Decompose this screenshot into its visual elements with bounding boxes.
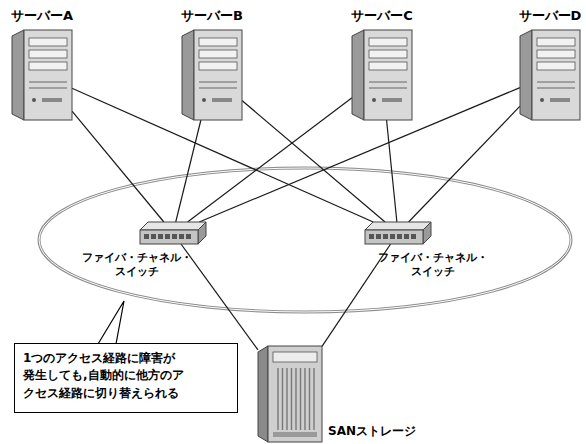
san-ellipse [39, 168, 571, 312]
san-ellipse-inner [39, 168, 571, 312]
server-icon [520, 30, 580, 120]
server-label: サーバーA [0, 8, 102, 24]
connector-line [176, 120, 201, 222]
server-icon [12, 30, 72, 120]
connector-line [409, 106, 520, 222]
server-node: サーバーD [520, 30, 580, 120]
connector-line [387, 120, 397, 222]
server-node: サーバーC [352, 30, 412, 120]
server-node: サーバーB [182, 30, 242, 120]
connector-stroke [72, 111, 164, 222]
connector-line [72, 111, 164, 222]
switch-icon [365, 222, 431, 244]
connector-stroke [387, 120, 397, 222]
connector-stroke [176, 120, 201, 222]
switch-node: ファイバ・チャネル・ スイッチ [140, 222, 206, 244]
server-icon [352, 30, 412, 120]
switch-label: ファイバ・チャネル・ スイッチ [62, 251, 212, 279]
switch-icon [140, 222, 206, 244]
callout-leader [98, 301, 124, 344]
server-node: サーバーA [12, 30, 72, 120]
server-icon [182, 30, 242, 120]
storage-label: SANストレージ [328, 424, 416, 439]
storage-node: SANストレージ [258, 346, 322, 442]
callout-box: 1つのアクセス経路に障害が 発生しても,自動的に他方のア クセス経路に切り替えら… [14, 343, 238, 413]
callout-text: 1つのアクセス経路に障害が 発生しても,自動的に他方のア クセス経路に切り替えら… [15, 344, 237, 408]
connector-line [181, 244, 258, 350]
connector-stroke [409, 106, 520, 222]
switch-node: ファイバ・チャネル・ スイッチ [365, 222, 431, 244]
storage-icon [258, 346, 322, 442]
server-label: サーバーD [490, 8, 586, 24]
connector-stroke [181, 244, 258, 350]
switch-label: ファイバ・チャネル・ スイッチ [358, 251, 508, 279]
server-label: サーバーB [152, 8, 272, 24]
server-label: サーバーC [322, 8, 442, 24]
